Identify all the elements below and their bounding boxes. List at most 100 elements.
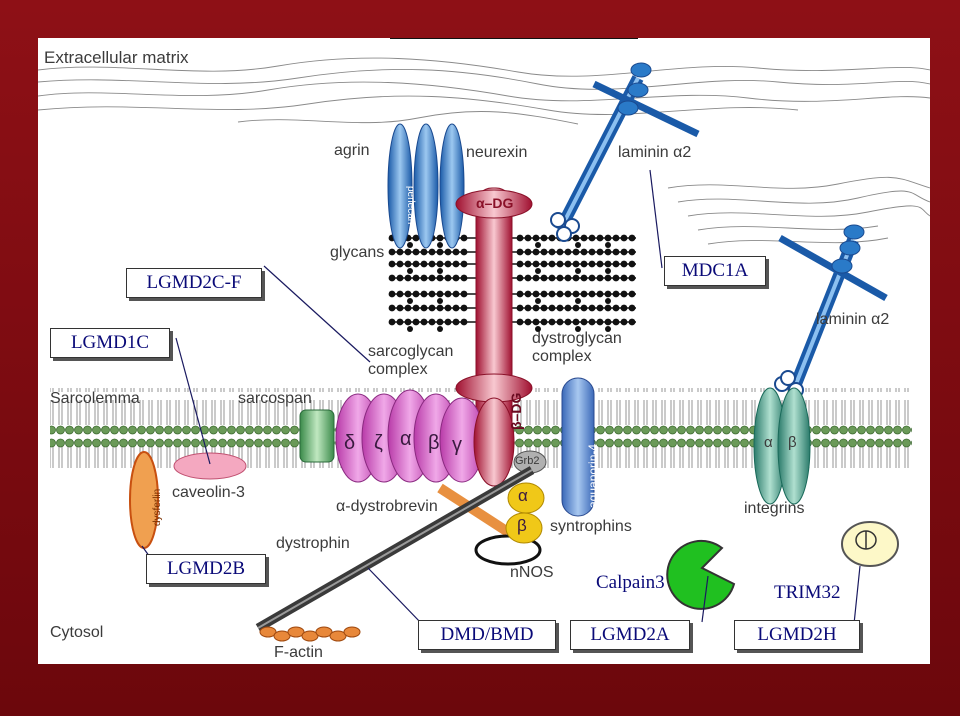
glycan-bead <box>564 260 572 268</box>
glycan-bead <box>588 234 596 242</box>
glycan-bead <box>516 234 524 242</box>
glycan-bead <box>428 318 436 326</box>
glycan-bead <box>548 304 556 312</box>
caveolin-shape <box>173 452 247 480</box>
glycan-bead <box>564 274 572 282</box>
glycan-bead <box>548 234 556 242</box>
glycan-bead <box>612 248 620 256</box>
glycan-bead <box>564 290 572 298</box>
glycan-bead <box>428 274 436 282</box>
glycan-bead <box>532 290 540 298</box>
glycan-bead <box>396 304 404 312</box>
label-neurexin: neurexin <box>466 144 528 161</box>
glycan-bead <box>428 260 436 268</box>
calpain3-shape <box>666 539 736 610</box>
label-cytosol: Cytosol <box>50 624 104 641</box>
glycan-bead <box>556 304 564 312</box>
glycan-bead <box>532 234 540 242</box>
glycan-bead <box>612 290 620 298</box>
glycan-bead <box>588 304 596 312</box>
glycan-bead <box>588 290 596 298</box>
glycan-bead <box>540 304 548 312</box>
glycan-bead <box>620 318 628 326</box>
glycan-bead <box>628 234 636 242</box>
glycan-bead <box>444 318 452 326</box>
glycan-bead <box>404 304 412 312</box>
label-sarcolemma: Sarcolemma <box>50 390 140 407</box>
label-dysferlin: dysferlin <box>152 488 163 526</box>
extracellular-fibers <box>38 57 930 245</box>
glycan-bead <box>564 248 572 256</box>
glycan-bead <box>540 274 548 282</box>
glycan-bead <box>596 260 604 268</box>
glycan-bead <box>396 290 404 298</box>
perlecan-shape <box>413 123 439 249</box>
glycan-bead <box>572 274 580 282</box>
glycan-bead <box>596 318 604 326</box>
glycan-bead <box>548 274 556 282</box>
glycan-branch <box>605 326 611 332</box>
glycan-bead <box>604 318 612 326</box>
glycan-bead <box>572 304 580 312</box>
label-sarcoglycan-complex: sarcoglycan complex <box>368 343 454 378</box>
glycan-bead <box>612 318 620 326</box>
glycan-bead <box>596 274 604 282</box>
glycan-branch <box>407 268 413 274</box>
glycan-bead <box>596 234 604 242</box>
glycan-bead <box>412 290 420 298</box>
label-dystroglycan-complex: dystroglycan complex <box>532 330 622 365</box>
glycan-branch <box>575 268 581 274</box>
glycan-branch <box>535 268 541 274</box>
glycan-bead <box>436 274 444 282</box>
callout-lgmd2a: LGMD2A <box>570 620 690 650</box>
label-integrin-beta: β <box>788 434 797 451</box>
beta-dg-shape <box>473 397 515 487</box>
glycan-bead <box>444 248 452 256</box>
glycan-bead <box>596 290 604 298</box>
glycan-bead <box>604 274 612 282</box>
glycan-bead <box>420 260 428 268</box>
glycan-branch <box>605 242 611 248</box>
glycan-bead <box>404 290 412 298</box>
glycan-bead <box>436 234 444 242</box>
label-syntrophin-alpha: α <box>518 486 528 505</box>
glycan-bead <box>524 274 532 282</box>
glycan-bead <box>596 304 604 312</box>
sarcoglycan-shapes <box>335 389 485 483</box>
glycan-bead <box>564 318 572 326</box>
glycan-branch <box>535 298 541 304</box>
glycan-branch <box>437 298 443 304</box>
glycan-bead <box>412 318 420 326</box>
nnos-shape <box>474 534 542 566</box>
glycan-bead <box>388 304 396 312</box>
glycan-bead <box>612 304 620 312</box>
glycan-bead <box>588 318 596 326</box>
label-laminin-top: laminin α2 <box>618 144 692 161</box>
glycan-bead <box>404 274 412 282</box>
glycan-bead <box>612 234 620 242</box>
callout-lgmd1c: LGMD1C <box>50 328 170 358</box>
glycan-bead <box>620 248 628 256</box>
glycan-bead <box>444 260 452 268</box>
glycan-bead <box>524 234 532 242</box>
glycan-bead <box>596 248 604 256</box>
glycan-bead <box>452 304 460 312</box>
glycan-bead <box>404 318 412 326</box>
glycan-bead <box>580 260 588 268</box>
glycan-bead <box>620 274 628 282</box>
label-perlecan: perlecan <box>405 186 416 225</box>
glycan-bead <box>580 318 588 326</box>
glycan-bead <box>420 274 428 282</box>
glycan-bead <box>516 304 524 312</box>
glycan-bead <box>388 318 396 326</box>
glycan-bead <box>388 274 396 282</box>
label-sg-alpha: α <box>400 428 412 450</box>
glycan-bead <box>572 290 580 298</box>
glycan-bead <box>628 274 636 282</box>
label-laminin-right: laminin α2 <box>816 311 890 328</box>
glycan-bead <box>620 304 628 312</box>
glycan-bead <box>460 234 468 242</box>
glycan-bead <box>604 260 612 268</box>
glycan-bead <box>604 304 612 312</box>
